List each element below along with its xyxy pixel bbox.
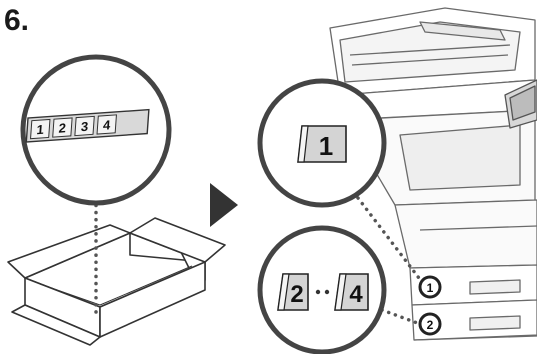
label-sheet-label-4: 4 [103,117,112,132]
label-sheet-label-3: 3 [80,119,88,134]
callout-labels-2-4: 2 4 [257,225,387,354]
label-sheet-callout: 1 2 3 4 [20,54,172,206]
callout-label-1: 1 [257,78,387,208]
label-sheet: 1 2 3 4 [25,108,150,143]
sticker-4: 4 [334,273,369,311]
sticker-2-label: 2 [290,281,303,308]
connector-dotted-bottom [380,308,422,326]
machine-marker-1-label: 1 [427,281,434,295]
machine-marker-2-label: 2 [427,318,434,332]
sticker-1: 1 [297,125,347,163]
cardboard-box [7,217,226,346]
label-sheet-label-1: 1 [36,122,44,137]
sticker-4-label: 4 [349,281,363,308]
step-number: 6. [4,4,30,37]
label-sheet-label-2: 2 [58,120,66,135]
machine-marker-2: 2 [418,312,442,336]
sticker-1-label: 1 [319,131,333,161]
next-arrow-icon [210,183,238,227]
sticker-2: 2 [277,273,309,311]
machine-marker-1: 1 [418,275,442,299]
printer-machine [329,7,537,341]
